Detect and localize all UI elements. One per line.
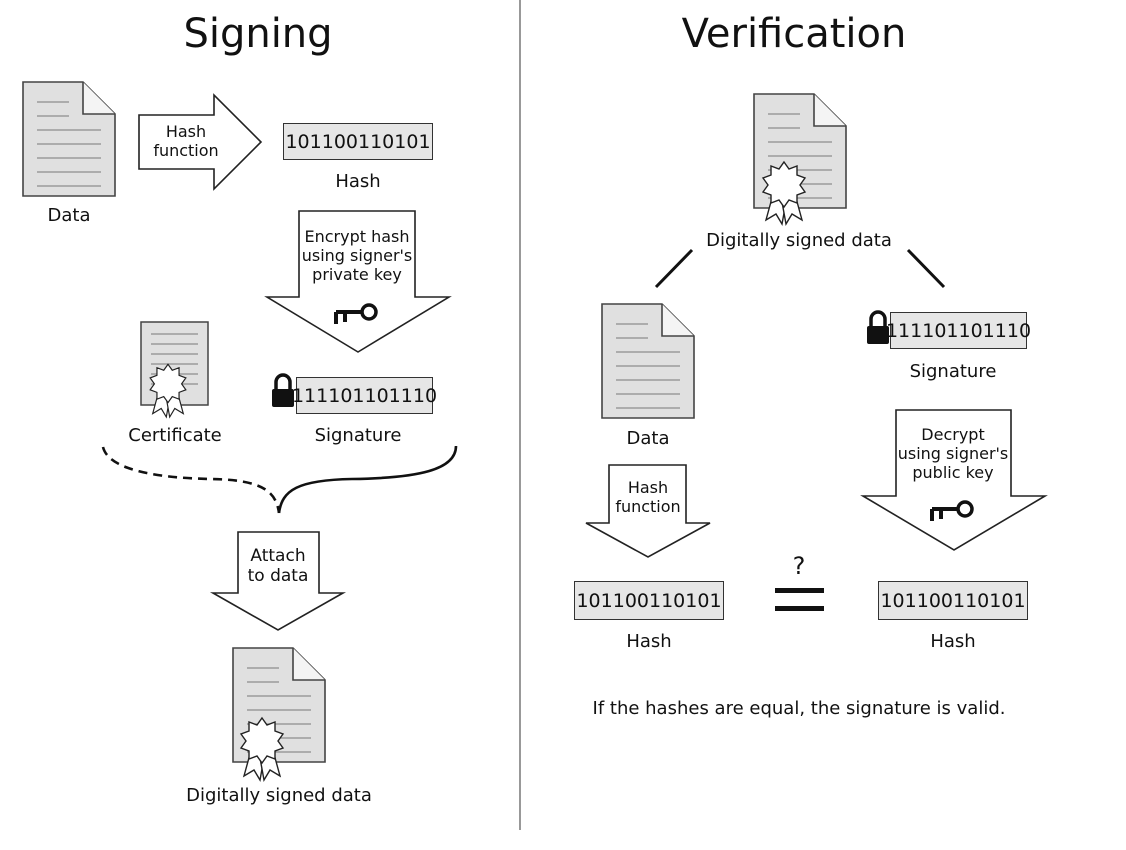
signature-label: Signature xyxy=(909,361,997,382)
attach-label: Attach to data xyxy=(247,546,309,587)
signature-bracket xyxy=(277,445,458,514)
certificate-icon xyxy=(140,321,209,418)
signature-value-box: 111101101110 xyxy=(886,312,1031,349)
split-line-right xyxy=(906,248,946,289)
signed-data-label: Digitally signed data xyxy=(706,230,892,251)
signature-label: Signature xyxy=(314,425,402,446)
signature-value: 111101101110 xyxy=(291,384,438,407)
verification-title: Verification xyxy=(681,11,907,57)
hash-value-box: 101100110101 xyxy=(283,123,433,160)
split-line-left xyxy=(654,248,694,289)
signed-data-label: Digitally signed data xyxy=(186,785,372,806)
equals-sign-top xyxy=(775,588,824,593)
decrypt-label: Decrypt using signer's public key xyxy=(897,425,1009,483)
attach-arrow xyxy=(209,531,347,631)
hash-label-left: Hash xyxy=(626,631,672,652)
question-mark: ? xyxy=(792,552,806,580)
conclusion-text: If the hashes are equal, the signature i… xyxy=(592,698,1006,719)
data-label: Data xyxy=(47,205,91,226)
data-document-icon xyxy=(601,303,695,419)
hash-value-right: 101100110101 xyxy=(880,589,1026,612)
hash-function-arrow xyxy=(138,93,263,191)
hash-value: 101100110101 xyxy=(285,130,431,153)
certificate-bracket xyxy=(101,446,281,514)
hash-label-right: Hash xyxy=(930,631,976,652)
equals-sign-bottom xyxy=(775,606,824,611)
decrypt-arrow xyxy=(860,409,1048,551)
certificate-label: Certificate xyxy=(128,425,222,446)
lock-icon xyxy=(270,373,296,409)
hash-value-left: 101100110101 xyxy=(576,589,722,612)
signature-value-box: 111101101110 xyxy=(292,377,437,414)
data-label: Data xyxy=(626,428,670,449)
encrypt-hash-label: Encrypt hash using signer's private key xyxy=(301,227,413,285)
hash-function-label: Hash function xyxy=(153,122,219,161)
signing-title: Signing xyxy=(183,11,333,57)
hash-function-label: Hash function xyxy=(615,478,681,517)
hash-value-box-right: 101100110101 xyxy=(878,581,1028,620)
encrypt-hash-arrow xyxy=(264,210,452,353)
hash-function-arrow xyxy=(585,464,711,558)
data-document-icon xyxy=(22,81,116,197)
hash-value-box-left: 101100110101 xyxy=(574,581,724,620)
signature-value: 111101101110 xyxy=(885,319,1032,342)
hash-label: Hash xyxy=(335,171,381,192)
